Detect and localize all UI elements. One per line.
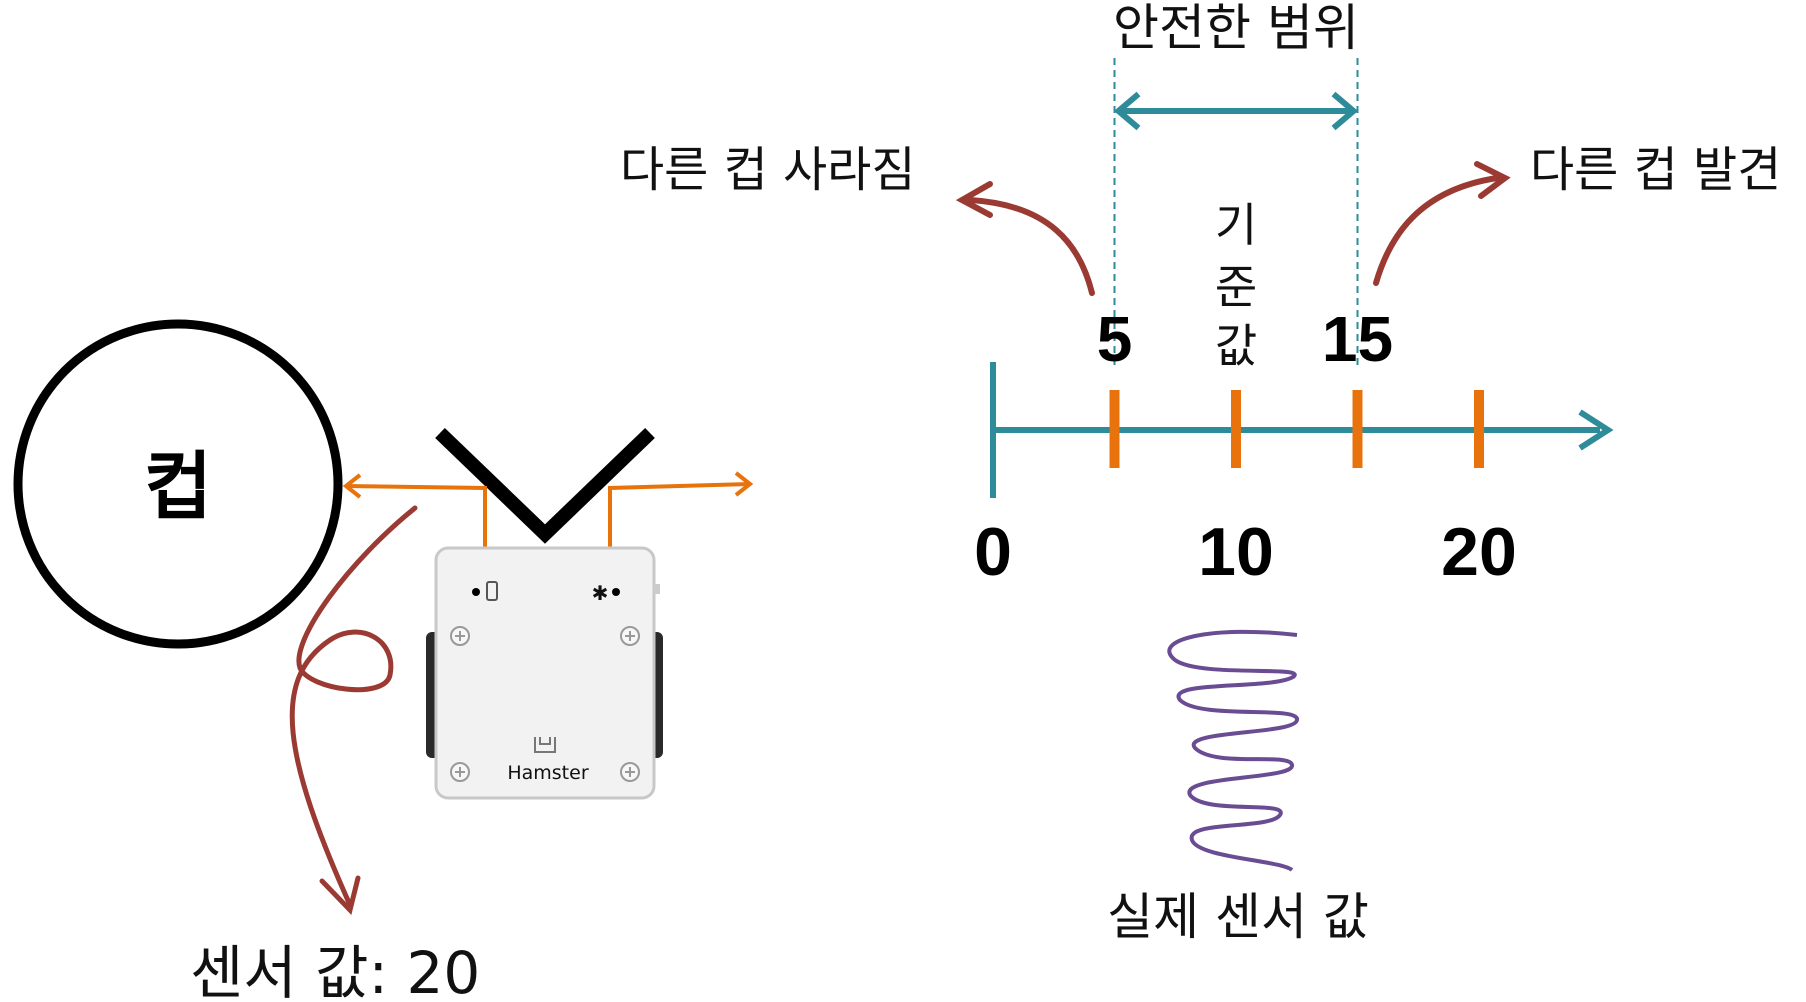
cup: 컵 xyxy=(13,319,343,649)
loop-arrow-head xyxy=(319,875,361,915)
right-beam-head xyxy=(734,471,754,497)
left-beam-head xyxy=(342,473,362,499)
low-event-arrow-head xyxy=(955,181,993,218)
low-event-curve xyxy=(967,197,1095,296)
reference-char-3: 값 xyxy=(1215,319,1257,373)
actual-sensor-label: 실제 센서 값 xyxy=(1107,888,1369,946)
safe-range-arrow-head-right xyxy=(1331,91,1359,131)
tick-label-20: 20 xyxy=(1441,514,1517,590)
battery-icon xyxy=(486,581,498,601)
low-event-arrow xyxy=(955,181,1095,296)
left-sensor-dot xyxy=(472,588,480,596)
reference-value-label: 기 준 값 xyxy=(1215,198,1257,373)
safe-range: 안전한 범위 xyxy=(1113,0,1359,365)
left-beam xyxy=(345,484,487,548)
bluetooth-icon: ✱ xyxy=(592,581,609,605)
sensor-value-label: 센서 값: 20 xyxy=(190,939,480,1002)
tick-label-0: 0 xyxy=(974,514,1012,590)
screw-icons xyxy=(450,626,640,782)
threshold-high-label: 15 xyxy=(1322,303,1393,375)
hamster-logo-icon xyxy=(534,737,556,753)
cup-label: 컵 xyxy=(144,445,212,528)
reference-char-2: 준 xyxy=(1215,260,1257,314)
high-event-arrow-head xyxy=(1474,161,1511,199)
high-event-label: 다른 컵 발견 xyxy=(1530,142,1781,198)
robot-body xyxy=(434,546,656,800)
sensor-beams xyxy=(342,471,754,548)
actual-sensor-wave xyxy=(1167,629,1299,872)
reference-char-1: 기 xyxy=(1215,198,1257,252)
high-event-curve xyxy=(1373,175,1500,286)
high-event-arrow xyxy=(1373,161,1511,286)
axis-tick-labels: 0 10 20 xyxy=(974,514,1517,590)
safe-range-label: 안전한 범위 xyxy=(1113,0,1359,57)
number-line: 0 10 20 xyxy=(974,362,1614,590)
cup-circle xyxy=(13,319,343,649)
safe-range-arrow-head-left xyxy=(1113,91,1141,131)
loop-arrow xyxy=(289,505,418,908)
sensor-v-shape xyxy=(435,427,655,544)
threshold-low-label: 5 xyxy=(1097,303,1133,375)
tick-label-10: 10 xyxy=(1198,514,1274,590)
axis-arrow-head xyxy=(1578,409,1614,451)
right-sensor-dot xyxy=(612,588,620,596)
right-beam xyxy=(608,482,751,548)
low-event-label: 다른 컵 사라짐 xyxy=(620,142,915,198)
hamster-robot: ✱ Hamster xyxy=(426,546,663,800)
side-port xyxy=(654,584,660,594)
axis-ticks xyxy=(1109,390,1484,468)
robot-brand-label: Hamster xyxy=(507,762,588,784)
sensor-reading-arrow xyxy=(289,505,418,915)
